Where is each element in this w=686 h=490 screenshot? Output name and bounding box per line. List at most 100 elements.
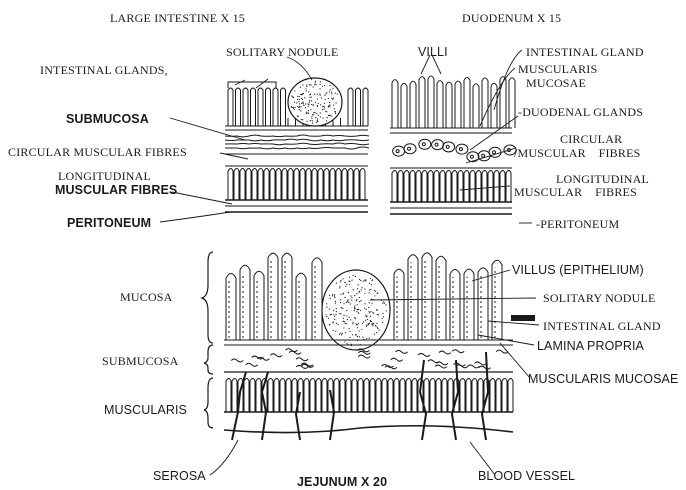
- serosa-label: SEROSA: [153, 470, 206, 483]
- fibre-column: [334, 379, 339, 413]
- stipple-dot: [320, 112, 321, 113]
- stipple-dot: [353, 289, 354, 290]
- stipple-dot: [317, 94, 318, 95]
- stipple-dot: [320, 104, 321, 105]
- stipple-dot: [318, 115, 319, 116]
- stipple-dot: [324, 85, 325, 86]
- stipple-dot: [347, 300, 348, 301]
- stipple-dot: [300, 110, 301, 111]
- stipple-dot: [377, 314, 378, 315]
- stipple-dot: [325, 93, 326, 94]
- mucosa-brace: [202, 252, 213, 343]
- gland-lumen: [435, 143, 438, 146]
- stipple-dot: [376, 309, 377, 310]
- submucosa-brace: [204, 345, 213, 374]
- villus: [419, 77, 425, 128]
- stipple-dot: [311, 96, 312, 97]
- stipple-dot: [370, 278, 371, 279]
- fibre-column: [464, 171, 469, 203]
- stipple-dot: [365, 280, 366, 281]
- fibre-column: [322, 379, 327, 413]
- large-intestine-submucosa: [225, 135, 369, 149]
- stipple-dot: [348, 292, 349, 293]
- gland-lumen: [396, 150, 399, 153]
- submucosa-fibre: [246, 363, 258, 366]
- stipple-dot: [315, 81, 316, 82]
- stipple-dot: [332, 99, 333, 100]
- stipple-dot: [291, 95, 292, 96]
- serosa-vessel: [224, 426, 513, 433]
- submucosa-fibre: [225, 135, 369, 137]
- crypt: [251, 88, 256, 126]
- stipple-dot: [298, 101, 299, 102]
- stipple-dot: [299, 109, 300, 110]
- duodenum-longitudinal-fibres: [392, 171, 511, 203]
- stipple-dot: [326, 92, 327, 93]
- stipple-dot: [343, 303, 344, 304]
- stipple-dot: [371, 321, 372, 322]
- fibre-column: [398, 171, 403, 203]
- stipple-dot: [382, 303, 383, 304]
- stipple-dot: [346, 310, 347, 311]
- stipple-dot: [324, 95, 325, 96]
- villus: [455, 81, 461, 128]
- stipple-dot: [359, 279, 360, 280]
- duodenal-glands-label: -DUODENAL GLANDS: [518, 106, 643, 118]
- fibre-column: [348, 169, 353, 201]
- stipple-dot: [340, 299, 341, 300]
- fibre-column: [306, 169, 311, 201]
- stipple-dot: [359, 291, 360, 292]
- submucosa-fibre: [395, 350, 407, 353]
- stipple-dot: [315, 84, 316, 85]
- stipple-dot: [366, 338, 367, 339]
- stipple-dot: [345, 286, 346, 287]
- villus: [422, 253, 432, 340]
- stipple-dot: [315, 117, 316, 118]
- fibre-column: [340, 379, 345, 413]
- stipple-dot: [343, 293, 344, 294]
- stipple-dot: [321, 97, 322, 98]
- stipple-dot: [305, 107, 306, 108]
- fibre-column: [412, 379, 417, 413]
- stipple-dot: [310, 109, 311, 110]
- stipple-dot: [334, 294, 335, 295]
- stipple-dot: [329, 295, 330, 296]
- fibre-column: [466, 379, 471, 413]
- stipple-dot: [316, 122, 317, 123]
- fibre-column: [394, 379, 399, 413]
- fibre-column: [434, 171, 439, 203]
- stipple-dot: [339, 286, 340, 287]
- submucosa-fibre: [225, 147, 369, 149]
- crypt: [236, 88, 241, 126]
- stipple-dot: [366, 326, 367, 327]
- muscularis-brace: [204, 378, 213, 428]
- stipple-dot: [332, 294, 333, 295]
- crypt: [356, 88, 361, 126]
- stipple-dot: [336, 323, 337, 324]
- stipple-dot: [300, 87, 301, 88]
- villus: [240, 265, 250, 340]
- jejunum-submucosa: [231, 349, 508, 370]
- stipple-dot: [311, 104, 312, 105]
- stipple-dot: [331, 314, 332, 315]
- submucosa-fibre: [452, 350, 464, 353]
- stipple-dot: [374, 295, 375, 296]
- intestinal-glands-label: INTESTINAL GLANDS,: [40, 64, 168, 76]
- stipple-dot: [322, 117, 323, 118]
- stipple-dot: [366, 309, 367, 310]
- stipple-dot: [334, 296, 335, 297]
- stipple-dot: [354, 308, 355, 309]
- stipple-dot: [354, 295, 355, 296]
- fibre-column: [294, 169, 299, 201]
- stipple-dot: [319, 93, 320, 94]
- fibre-column: [336, 169, 341, 201]
- villus: [491, 83, 497, 128]
- stipple-dot: [319, 88, 320, 89]
- muscularis-mucosae-label-top-1: MUSCULARIS: [518, 63, 597, 75]
- fibre-column: [244, 379, 249, 413]
- stipple-dot: [309, 100, 310, 101]
- fibre-column: [364, 379, 369, 413]
- stipple-dot: [336, 102, 337, 103]
- stipple-dot: [355, 323, 356, 324]
- stipple-dot: [342, 278, 343, 279]
